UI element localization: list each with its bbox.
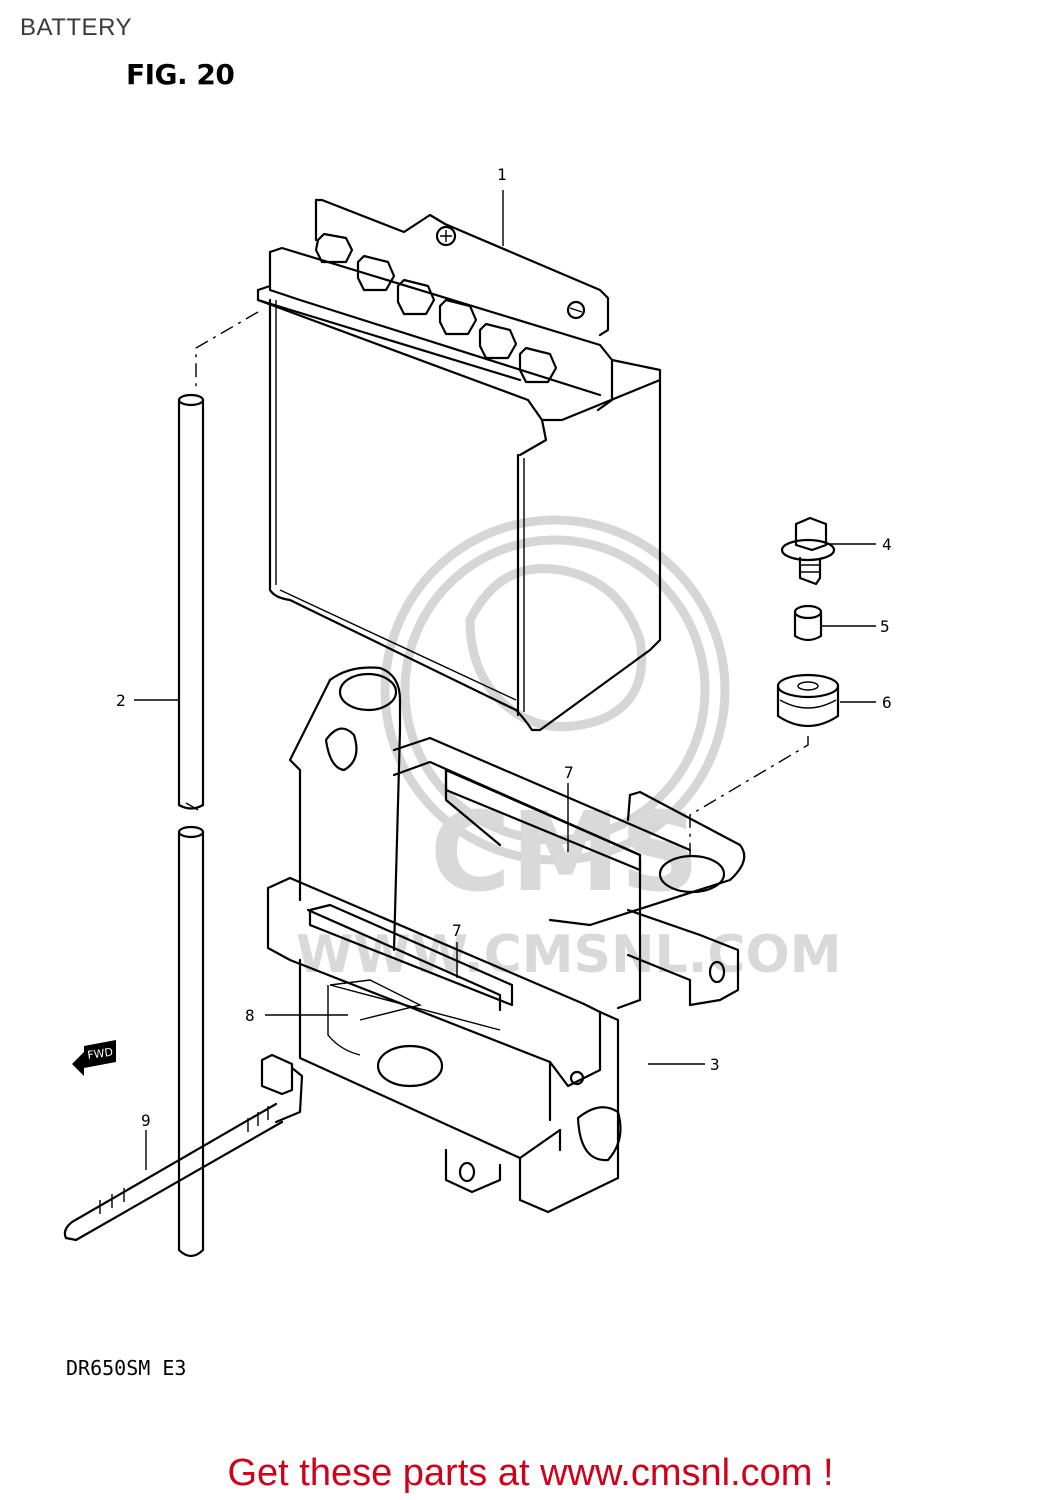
callout-7-lower: 7: [452, 921, 462, 940]
get-parts-link[interactable]: Get these parts at www.cmsnl.com !: [227, 1452, 834, 1494]
fwd-arrow-icon: FWD: [72, 1040, 116, 1076]
callout-2: 2: [116, 691, 126, 710]
callout-9: 9: [141, 1111, 151, 1130]
callouts: 1 2 3 4 5 6 7 7 8 9: [116, 165, 892, 1130]
battery-cell-caps: [314, 232, 558, 384]
callout-5: 5: [880, 617, 890, 636]
part-5-collar: [793, 604, 823, 642]
watermark-url-text: WWW.CMSNL.COM: [296, 925, 841, 985]
part-4-bolt: [780, 516, 836, 586]
callout-6: 6: [882, 693, 892, 712]
figure-label: FIG. 20: [126, 58, 235, 91]
fwd-label: FWD: [87, 1046, 114, 1062]
part-6-grommet: [776, 673, 840, 727]
watermark-logo-text: CMS: [430, 788, 699, 916]
part-7-pad-lower: [308, 903, 514, 1007]
page-title: BATTERY: [20, 14, 132, 41]
callout-4: 4: [882, 535, 892, 554]
model-code: DR650SM E3: [66, 1356, 187, 1380]
callout-1: 1: [497, 165, 507, 184]
part-2-rod: [177, 311, 259, 1258]
callout-8: 8: [245, 1006, 255, 1025]
part-9-cable-tie: [63, 1053, 304, 1242]
callout-7-upper: 7: [564, 763, 574, 782]
part-8-pad-bottom: [329, 979, 423, 1021]
leader-lines: [134, 190, 876, 1170]
part-7-pad-upper: [444, 768, 642, 872]
callout-3: 3: [710, 1055, 720, 1074]
part-1-battery: [256, 198, 662, 732]
